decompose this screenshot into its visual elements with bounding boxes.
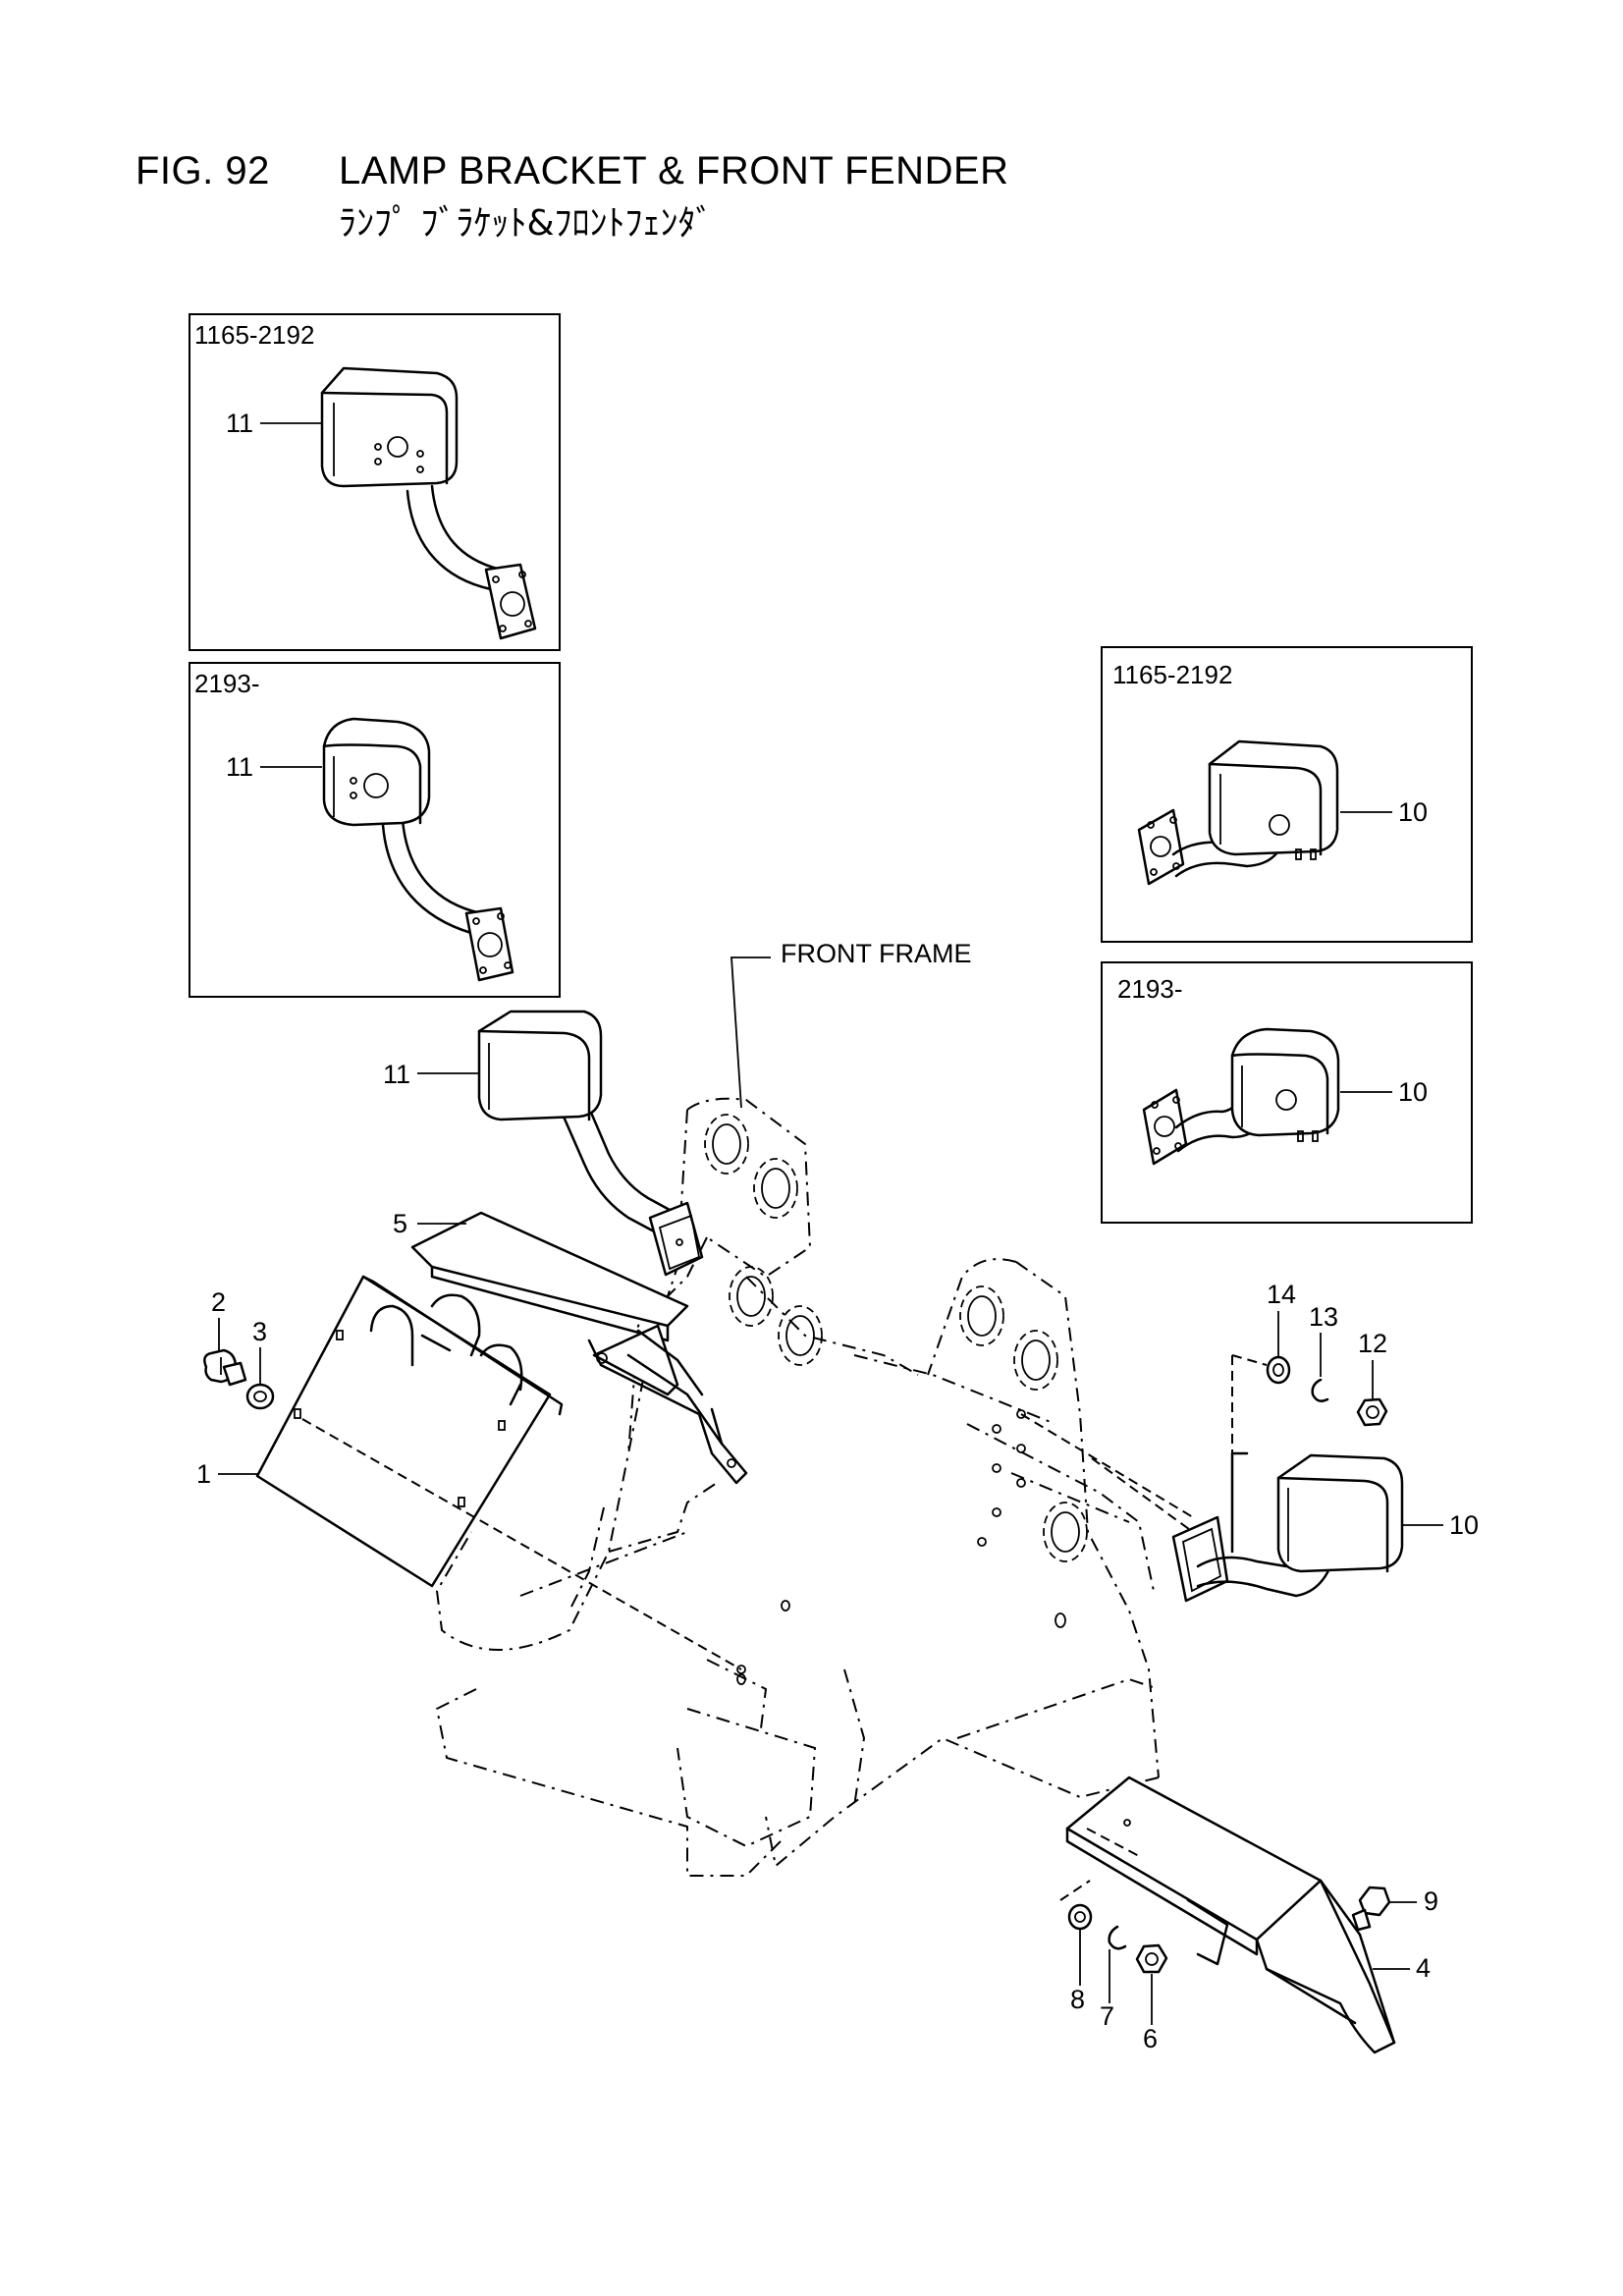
lamp-bracket-10-old-drawing <box>1137 739 1339 886</box>
inset-right-bottom-part-label: 10 <box>1398 1077 1428 1107</box>
callouts: FRONT FRAME 11 5 2 3 1 14 13 12 10 9 4 8… <box>196 939 1479 2053</box>
lamp-bracket-11-old-drawing <box>320 366 537 640</box>
callout-13: 13 <box>1309 1302 1338 1332</box>
callout-4: 4 <box>1416 1953 1431 1983</box>
lamp-bracket-11-main <box>477 1010 704 1277</box>
inset-right-bottom-serial: 2193- <box>1117 974 1183 1004</box>
front-frame-outline <box>435 1097 1160 1877</box>
lock-washer-7 <box>1108 1925 1127 1950</box>
frame-pin-bosses <box>704 1114 1088 1685</box>
callout-2: 2 <box>211 1287 226 1317</box>
washer-3 <box>245 1383 275 1410</box>
callout-3: 3 <box>252 1317 267 1346</box>
inset-left-bottom-serial: 2193- <box>194 669 260 698</box>
callout-1: 1 <box>196 1459 211 1489</box>
lamp-bracket-10-main <box>1020 1354 1404 1603</box>
inset-right-top: 1165-2192 10 <box>1101 646 1473 943</box>
callout-8: 8 <box>1070 1985 1085 2014</box>
inset-left-top-part-label: 11 <box>226 409 253 438</box>
inset-left-bottom: 2193- 11 <box>189 662 561 998</box>
inset-right-bottom: 2193- 10 <box>1101 961 1473 1224</box>
washer-14 <box>1266 1355 1291 1385</box>
inset-left-top-serial: 1165-2192 <box>194 320 314 350</box>
inset-right-top-part-label: 10 <box>1398 797 1428 827</box>
inset-left-bottom-part-label: 11 <box>226 752 253 782</box>
inset-left-top: 1165-2192 11 <box>189 313 561 651</box>
callout-5: 5 <box>393 1209 407 1238</box>
inset-right-top-serial: 1165-2192 <box>1112 660 1232 689</box>
washer-8 <box>1059 1880 1093 1931</box>
lamp-bracket-11-new-drawing <box>322 717 514 982</box>
fender-bracket-5 <box>410 1211 748 1485</box>
front-fender-4 <box>1065 1776 1396 2054</box>
callout-11: 11 <box>383 1060 410 1089</box>
figure-number: FIG. 92 <box>135 149 270 192</box>
callout-12: 12 <box>1358 1329 1387 1358</box>
callout-9: 9 <box>1424 1886 1438 1916</box>
figure-subtitle-japanese: ﾗﾝﾌﾟ ﾌﾞﾗｹｯﾄ&ﾌﾛﾝﾄﾌｪﾝﾀﾞ <box>339 203 714 244</box>
callout-7: 7 <box>1100 2001 1114 2031</box>
callout-14: 14 <box>1267 1280 1296 1309</box>
lamp-bracket-10-new-drawing <box>1142 1027 1340 1166</box>
nut-6 <box>1135 1943 1168 1974</box>
figure-title: LAMP BRACKET & FRONT FENDER <box>339 149 1009 192</box>
bolt-2 <box>203 1348 247 1387</box>
callout-front-frame: FRONT FRAME <box>781 939 972 968</box>
fender-plate-1 <box>255 1275 746 1674</box>
nut-12 <box>1356 1397 1388 1427</box>
callout-6: 6 <box>1143 2024 1158 2053</box>
lock-washer-13 <box>1311 1378 1329 1402</box>
bolt-9 <box>1351 1886 1391 1932</box>
callout-10: 10 <box>1449 1510 1479 1540</box>
